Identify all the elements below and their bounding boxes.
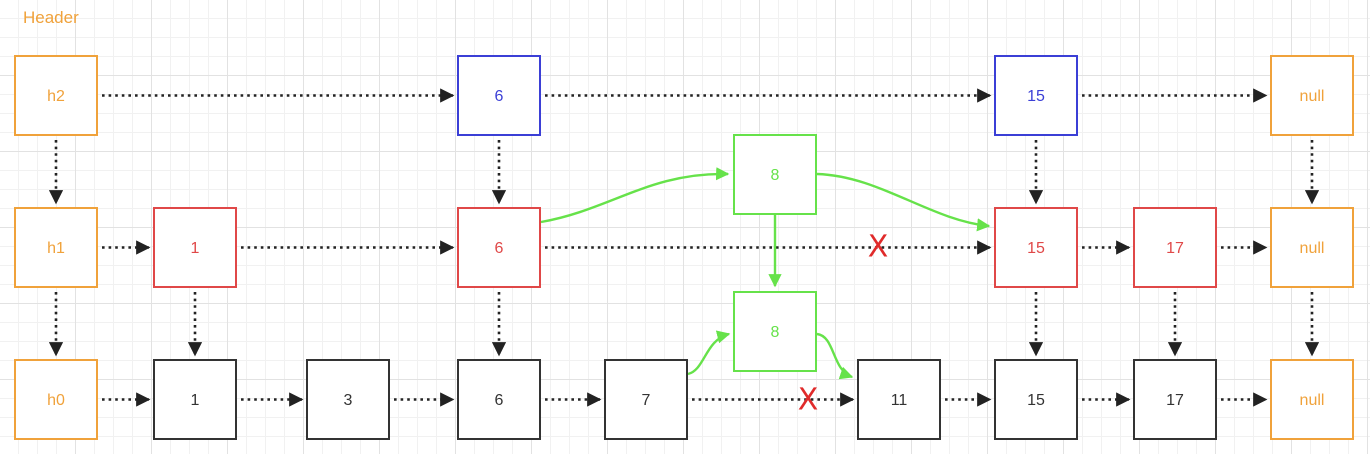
node-label-l0_17: 17 bbox=[1166, 392, 1184, 409]
node-box-l0_17 bbox=[1133, 359, 1217, 440]
node-box-new_top bbox=[733, 134, 817, 215]
diagram-title: Header bbox=[23, 8, 79, 27]
node-label-null1: null bbox=[1300, 240, 1325, 257]
node-label-h0: h0 bbox=[47, 392, 65, 409]
node-l0_11: 11 bbox=[857, 359, 941, 440]
node-box-l1_17 bbox=[1133, 207, 1217, 288]
node-l0_7: 7 bbox=[604, 359, 688, 440]
node-l0_17: 17 bbox=[1133, 359, 1217, 440]
node-box-l2_15 bbox=[994, 55, 1078, 136]
node-null0: null bbox=[1270, 359, 1354, 440]
node-label-l0_15: 15 bbox=[1027, 392, 1045, 409]
node-label-new_bot: 8 bbox=[771, 324, 780, 341]
nodes-layer: h2 6 15 null h1 1 6 15 17 null 8 8 h0 1 3 6 7 11 15 17 null bbox=[14, 55, 1354, 440]
node-l0_6: 6 bbox=[457, 359, 541, 440]
node-label-l1_6: 6 bbox=[495, 240, 504, 257]
insert-link-l1_6-to-new_top bbox=[540, 167, 730, 224]
node-new_bot: 8 bbox=[733, 291, 817, 372]
node-box-null0 bbox=[1270, 359, 1354, 440]
node-null2: null bbox=[1270, 55, 1354, 136]
node-label-l1_1: 1 bbox=[191, 240, 200, 257]
node-box-h0 bbox=[14, 359, 98, 440]
node-box-new_bot bbox=[733, 291, 817, 372]
insert-link-new_top-to-l1_15 bbox=[816, 172, 991, 232]
node-l0_3: 3 bbox=[306, 359, 390, 440]
node-null1: null bbox=[1270, 207, 1354, 288]
node-box-l1_6 bbox=[457, 207, 541, 288]
node-label-l0_7: 7 bbox=[642, 392, 651, 409]
node-box-l1_1 bbox=[153, 207, 237, 288]
node-box-l0_11 bbox=[857, 359, 941, 440]
edges-layer bbox=[48, 88, 1320, 407]
node-label-new_top: 8 bbox=[771, 167, 780, 184]
removed-link-mark-l1_6-to-l1_15: X bbox=[868, 230, 889, 265]
removed-links-layer: XX bbox=[798, 230, 889, 418]
node-box-l2_6 bbox=[457, 55, 541, 136]
node-new_top: 8 bbox=[733, 134, 817, 215]
node-l0_1: 1 bbox=[153, 359, 237, 440]
removed-link-mark-l0_7-to-l0_11: X bbox=[798, 383, 819, 418]
node-box-h2 bbox=[14, 55, 98, 136]
node-label-l0_3: 3 bbox=[344, 392, 353, 409]
node-box-l0_7 bbox=[604, 359, 688, 440]
node-l1_17: 17 bbox=[1133, 207, 1217, 288]
node-label-l0_6: 6 bbox=[495, 392, 504, 409]
node-label-h2: h2 bbox=[47, 88, 65, 105]
node-l1_6: 6 bbox=[457, 207, 541, 288]
node-h0: h0 bbox=[14, 359, 98, 440]
node-h1: h1 bbox=[14, 207, 98, 288]
insert-link-new_bot-to-l0_11 bbox=[816, 332, 854, 380]
node-box-null2 bbox=[1270, 55, 1354, 136]
node-l0_15: 15 bbox=[994, 359, 1078, 440]
node-box-null1 bbox=[1270, 207, 1354, 288]
node-label-l0_11: 11 bbox=[891, 392, 908, 409]
node-label-l0_1: 1 bbox=[191, 392, 200, 409]
node-box-l0_15 bbox=[994, 359, 1078, 440]
node-label-l2_15: 15 bbox=[1027, 88, 1045, 105]
node-l1_15: 15 bbox=[994, 207, 1078, 288]
node-box-l0_6 bbox=[457, 359, 541, 440]
node-l2_15: 15 bbox=[994, 55, 1078, 136]
node-box-l0_1 bbox=[153, 359, 237, 440]
node-label-l2_6: 6 bbox=[495, 88, 504, 105]
node-label-h1: h1 bbox=[47, 240, 65, 257]
node-l2_6: 6 bbox=[457, 55, 541, 136]
node-l1_1: 1 bbox=[153, 207, 237, 288]
node-box-l0_3 bbox=[306, 359, 390, 440]
node-label-l1_15: 15 bbox=[1027, 240, 1045, 257]
node-label-null2: null bbox=[1300, 88, 1325, 105]
node-box-h1 bbox=[14, 207, 98, 288]
node-label-l1_17: 17 bbox=[1166, 240, 1184, 257]
node-box-l1_15 bbox=[994, 207, 1078, 288]
node-h2: h2 bbox=[14, 55, 98, 136]
node-label-null0: null bbox=[1300, 392, 1325, 409]
insert-link-l0_7-to-new_bot bbox=[687, 330, 731, 376]
